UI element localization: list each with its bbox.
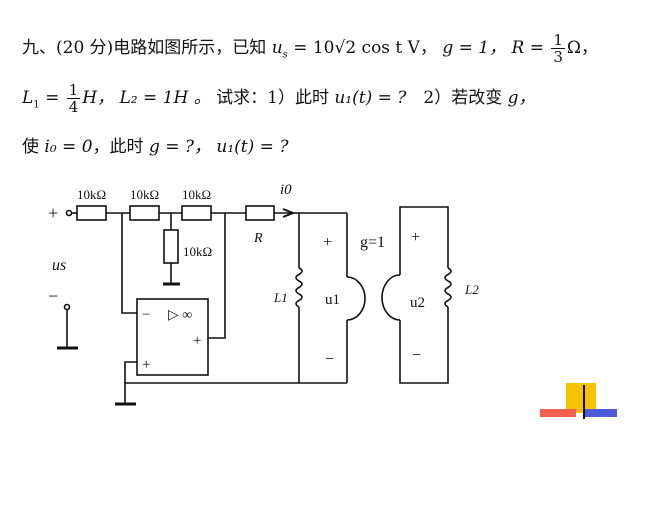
u2-plus: + [411, 229, 420, 246]
R-label: R = [511, 38, 550, 58]
r2-label: 10kΩ [130, 187, 159, 202]
L1-symbol: L [22, 88, 34, 108]
L1-numerator: 1 [66, 81, 81, 99]
L1-unit: H， [82, 88, 115, 108]
R-label: R [253, 231, 263, 246]
opamp-output-plus: + [193, 333, 201, 349]
g-value: g = 1， [442, 38, 507, 58]
L1-subscript: 1 [33, 99, 40, 111]
u1-minus: − [325, 351, 334, 368]
u1-question-2: u₁(t) = ? [211, 137, 289, 157]
r4-label: 10kΩ [183, 244, 212, 259]
inductor-L2 [444, 267, 452, 308]
resistor-2 [129, 205, 160, 221]
opamp-symbol: ▷ ∞ [168, 308, 192, 323]
opamp [136, 298, 209, 376]
u2-label: u2 [410, 295, 425, 311]
inductor-L1 [295, 267, 303, 308]
i0-label: i0 [280, 182, 292, 198]
problem-line-1: 九、(20 分)电路如图所示，已知 us = 10√2 cos t V， g =… [22, 32, 598, 65]
L2-value: L₂ = 1H 。 [114, 88, 211, 108]
L1-label: L1 [273, 290, 288, 305]
source-plus: + [48, 203, 58, 223]
opamp-minus: − [142, 307, 150, 323]
us-value: = 10√2 cos t V， [287, 38, 437, 58]
L1-eq: = [39, 88, 65, 108]
current-arrow-icon [282, 208, 296, 218]
i0-condition: i₀ = 0 [44, 137, 93, 157]
source-minus: − [48, 286, 58, 306]
opamp-plus: + [142, 357, 150, 373]
condition-prefix: 使 [22, 137, 45, 157]
u1-plus: + [323, 234, 332, 251]
L2-label: L2 [464, 282, 479, 297]
R-unit: Ω， [566, 38, 599, 58]
L1-denominator: 4 [68, 98, 79, 116]
resistor-1 [76, 205, 107, 221]
R-denominator: 3 [553, 48, 563, 66]
resistor-3 [181, 205, 212, 221]
gyrator-left-port [346, 276, 366, 321]
source-terminals [57, 209, 78, 350]
problem-intro: 九、(20 分)电路如图所示，已知 [22, 38, 272, 58]
g-variable: g， [507, 88, 536, 108]
R-numerator: 1 [551, 31, 565, 49]
condition-mid: ，此时 [92, 137, 149, 157]
gyrator-right-port [381, 274, 401, 321]
question-2: 2）若改变 [406, 88, 508, 108]
slide-logo-icon [540, 383, 617, 419]
us-subscript: s [282, 49, 288, 61]
r1-label: 10kΩ [77, 187, 106, 202]
resistor-R [245, 205, 275, 221]
r3-label: 10kΩ [182, 187, 211, 202]
u1-label: u1 [325, 292, 340, 308]
question-1: 试求：1）此时 [210, 88, 335, 108]
problem-line-3: 使 i₀ = 0，此时 g = ?， u₁(t) = ? [22, 132, 288, 157]
resistor-4 [163, 229, 179, 264]
g-question: g = ?， [148, 137, 211, 157]
us-symbol: u [271, 38, 283, 58]
gyrator-label: g=1 [360, 234, 385, 251]
us-label: us [52, 257, 66, 274]
u1-question: u₁(t) = ? [334, 88, 407, 108]
u2-minus: − [412, 347, 421, 364]
